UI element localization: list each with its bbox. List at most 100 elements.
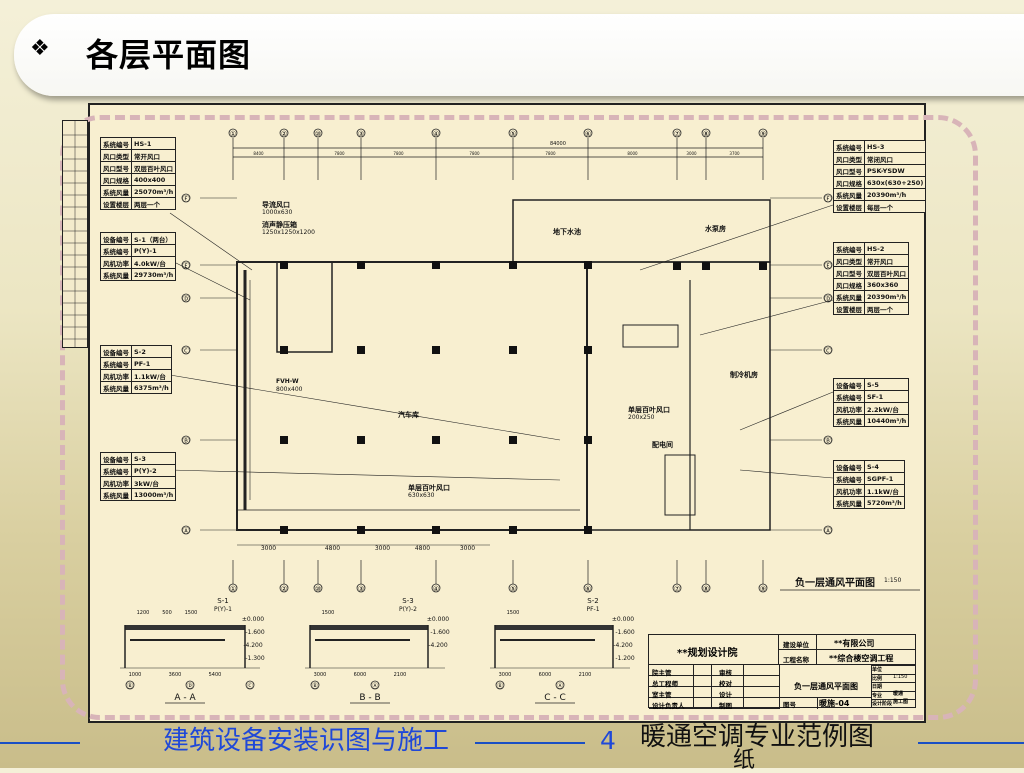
note-silencer-size: 1250x1250x1200 [262,229,315,236]
axis-label: ⑤ [510,130,516,138]
column [357,346,365,354]
table-value: 25070m³/h [130,185,177,198]
elevation-text: ±0.000 [612,616,634,623]
column [357,261,365,269]
table-value: 360x360 [863,278,910,291]
institute-name: **规划设计院 [677,648,738,659]
table-key: 系统编号 [833,242,865,255]
axis-label: Ⓔ [183,262,190,270]
dashed-frame [60,115,978,720]
title-block-label: 设计阶段 [871,699,915,708]
client-name: **有限公司 [834,639,875,648]
elevation-text: -1.200 [615,655,635,662]
axis-bubble [823,345,833,355]
axis-label-bottom: ② [281,585,287,593]
column [280,526,288,534]
dimension-text: 3700 [729,151,740,156]
dimension-text: 6000 [539,672,552,678]
section-title: B - B [359,693,380,703]
title-block-divider [743,665,744,709]
client-label: 建设单位 [783,641,809,649]
table-key: 设置楼层 [833,302,865,315]
table-key: 风机功率 [100,256,132,269]
axis-label: Ⓐ [825,527,832,535]
role-label: 总工程师 [652,680,678,688]
footer-chapter-number: 4 [600,726,616,755]
wall-outline-east [586,261,771,531]
table-value: 两层一个 [130,197,177,210]
role-label: 设计负责人 [652,702,685,710]
axis-bubble [181,435,191,445]
footer-line-right [918,742,1024,744]
footer-chapter-title-wrap: 纸 [733,748,756,773]
axis-bubble [583,128,593,138]
table-value: 400x400 [130,173,177,186]
title-block: **规划设计院 建设单位 **有限公司 工程名称 **综合楼空调工程 院主管审核… [648,634,916,710]
axis-bubble [181,345,191,355]
stage-value: 施工图 [893,699,909,705]
column [584,261,592,269]
dimension-text: 3000 [375,545,390,552]
table-key: 系统风量 [833,414,865,427]
note-fvh: FVH-W [276,378,299,385]
room-label-pool: 地下水池 [553,228,581,236]
column [584,526,592,534]
column [432,526,440,534]
axis-bubble [823,293,833,303]
table-key: 设备编号 [100,232,132,245]
table-value: S-2 [131,345,172,358]
note-fvh-size: 800x400 [276,386,303,393]
table-key: 设置楼层 [833,200,865,213]
table-value: 两层一个 [863,302,910,315]
table-key: 风口规格 [833,278,865,291]
table-key: 系统编号 [833,140,865,153]
role-label: 室主管 [652,691,672,699]
plan-title: 负一层通风平面图 [795,578,875,589]
axis-label: ⑨ [760,130,766,138]
table-value: SGPF-1 [864,472,905,485]
table-value: 双层百叶风口 [130,161,177,174]
axis-bubble [823,260,833,270]
column [673,262,681,270]
axis-label: Ⓑ [497,682,503,690]
axis-label-bottom: ① [230,585,236,593]
dimension-text: 3000 [499,672,512,678]
axis-label: Ⓑ [825,437,832,445]
section-title: C - C [544,693,566,703]
dimension-text: 3000 [686,151,697,156]
dimension-text: 8000 [627,151,638,156]
table-key: 风口类型 [100,149,132,162]
dimension-text: 6000 [354,672,367,678]
room-label-chiller: 制冷机房 [730,371,758,379]
table-key: 系统风量 [833,290,865,303]
check-label: 校对 [719,680,732,688]
note-guide-outlet: 导流风口 [262,201,290,209]
axis-label: Ⓒ [247,682,253,690]
table-value: 双层百叶风口 [863,266,910,279]
table-value: 630x(630+250) [863,176,927,189]
slide-title-bar [14,14,1024,96]
dimension-text: 500 [162,610,172,616]
axis-label: Ⓓ [183,295,190,303]
axis-label: ② [281,130,287,138]
axis-label: ④ [433,130,439,138]
column [432,261,440,269]
wall-outline-pool [512,199,771,263]
table-value: 20390m³/h [863,290,910,303]
column [280,261,288,269]
axis-bubble [701,128,711,138]
dimension-text: 3000 [314,672,327,678]
column [759,262,767,270]
leader-line [169,212,253,271]
elevation-text: -4.200 [243,642,263,649]
slide-title: 各层平面图 [86,36,252,74]
table-key: 设备编号 [833,460,865,473]
table-key: 系统风量 [833,188,865,201]
axis-bubble [672,128,682,138]
sheet-number: 暖施-04 [819,699,850,708]
table-value: P(Y)-1 [130,244,177,257]
axis-label: Ⓕ [825,195,832,203]
leader-line [739,469,834,479]
